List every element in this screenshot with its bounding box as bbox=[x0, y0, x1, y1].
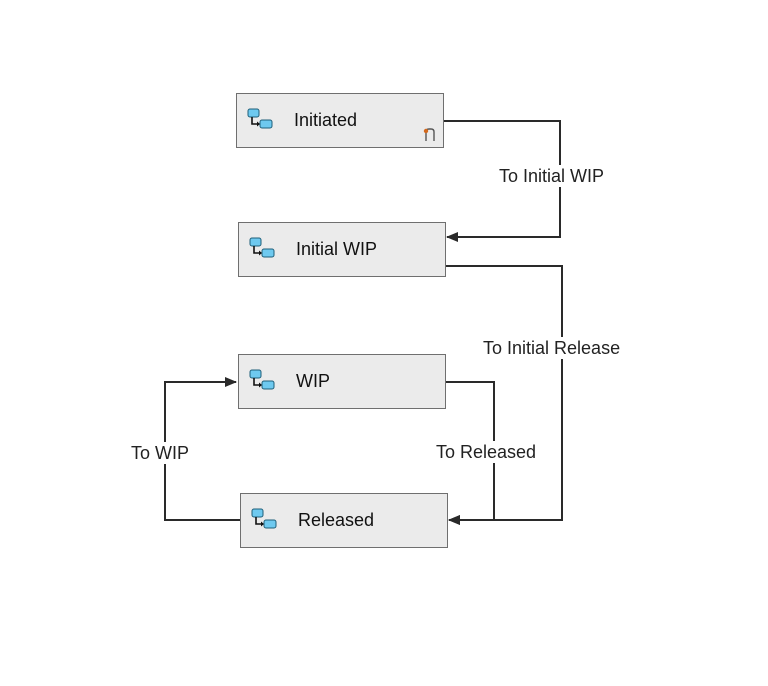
state-label-initial-wip: Initial WIP bbox=[296, 239, 378, 259]
state-node-wip[interactable]: WIP bbox=[238, 354, 446, 409]
transition-label-to-released[interactable]: To Released bbox=[434, 441, 539, 463]
transition-label-to-initial-wip[interactable]: To Initial WIP bbox=[497, 165, 607, 187]
state-node-initial-wip[interactable]: Initial WIP bbox=[238, 222, 446, 277]
workflow-state-icon bbox=[251, 508, 277, 529]
state-label-initiated: Initiated bbox=[294, 110, 358, 130]
state-node-initiated[interactable]: Initiated bbox=[236, 93, 444, 148]
workflow-state-icon bbox=[247, 108, 273, 129]
state-node-released[interactable]: Released bbox=[240, 493, 448, 548]
workflow-state-icon bbox=[249, 237, 275, 258]
workflow-state-icon bbox=[249, 369, 275, 390]
state-label-released: Released bbox=[298, 510, 375, 530]
transition-label-to-initial-release[interactable]: To Initial Release bbox=[481, 337, 623, 359]
transition-label-to-wip[interactable]: To WIP bbox=[129, 442, 192, 464]
transition-edge-to-initial-release[interactable] bbox=[446, 265, 563, 525]
state-label-wip: WIP bbox=[296, 371, 330, 391]
start-state-icon bbox=[423, 128, 435, 141]
